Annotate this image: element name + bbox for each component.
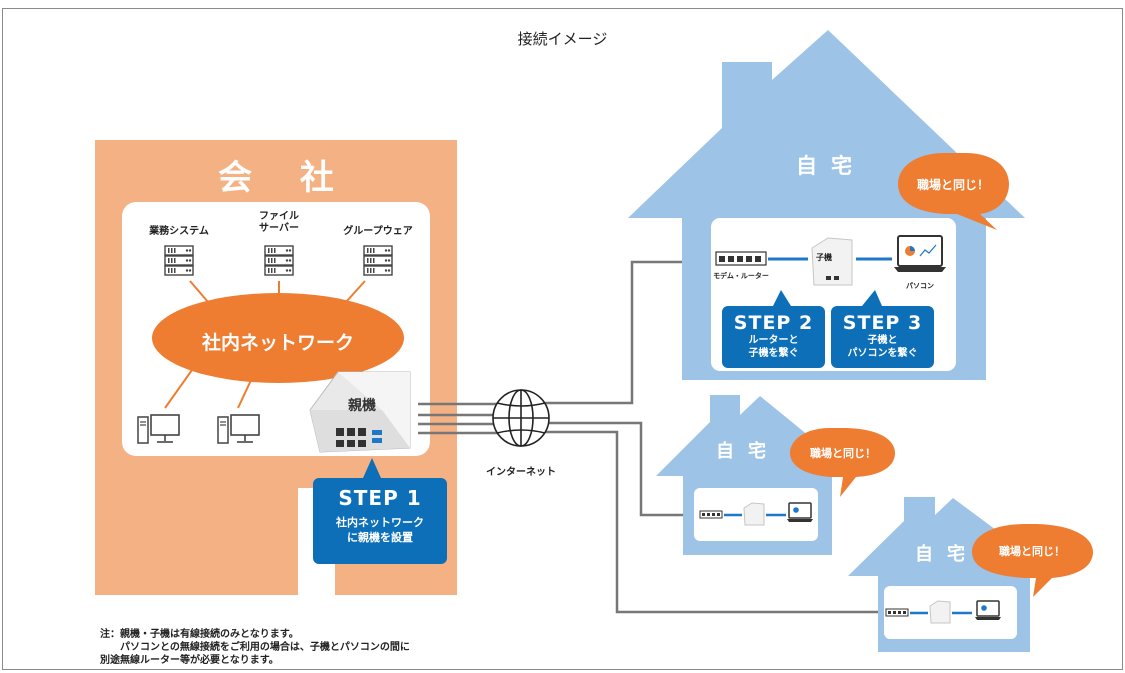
company-network-ellipse — [152, 293, 404, 383]
step2-description: ルーターと 子機を繋ぐ — [748, 335, 799, 359]
step2-box: STEP 2 ルーターと 子機を繋ぐ — [722, 306, 825, 368]
child-unit-icon — [743, 502, 765, 526]
step1-heading: STEP 1 — [338, 486, 422, 510]
server-label-file-server: ファイル サーバー — [259, 211, 299, 234]
cable-lines — [418, 260, 882, 614]
child-unit-icon — [811, 237, 853, 286]
step3-box: STEP 3 子機と パソコンを繋ぐ — [831, 306, 934, 368]
laptop-icon — [975, 600, 1001, 620]
home-2-bubble — [790, 428, 895, 497]
step1-description: 社内ネットワーク に親機を設置 — [336, 516, 424, 544]
step3-description: 子機と パソコンを繋ぐ — [847, 335, 918, 359]
parent-unit-label: 親機 — [348, 398, 376, 414]
parent-unit-icon — [309, 371, 411, 453]
company-title: 会 社 — [218, 158, 352, 198]
modem-router-label: モデム・ルーター — [713, 272, 769, 280]
server-icon — [363, 245, 393, 276]
home-3-bubble — [972, 524, 1093, 597]
step3-pointer — [862, 290, 882, 306]
server-label-business-system: 業務システム — [149, 226, 209, 237]
home-2-bubble-text: 職場と同じ！ — [810, 447, 876, 460]
home-1-title: 自宅 — [796, 154, 866, 178]
footnote-line-1: 注：親機・子機は有線接続のみとなります。 — [100, 629, 299, 640]
home-2-title: 自宅 — [716, 441, 780, 462]
pc-label: パソコン — [906, 282, 934, 290]
globe-icon — [492, 389, 550, 447]
step3-heading: STEP 3 — [842, 312, 923, 334]
child-unit-label: 子機 — [816, 253, 832, 262]
footnote-line-2: パソコンとの無線接続をご利用の場合は、子機とパソコンの間に — [120, 642, 410, 653]
footnote-line-3: 別途無線ルーター等が必要となります。 — [100, 655, 279, 666]
step2-heading: STEP 2 — [733, 312, 814, 334]
child-unit-icon — [929, 600, 951, 624]
home-1-bubble-text: 職場と同じ！ — [916, 178, 990, 192]
server-label-groupware: グループウェア — [343, 226, 413, 237]
internet-label: インターネット — [486, 467, 556, 478]
diagram-frame — [2, 8, 1123, 670]
server-icon — [164, 245, 194, 276]
desktop-pc-icon — [137, 414, 180, 444]
step2-pointer — [773, 290, 791, 306]
step1-box: STEP 1 社内ネットワーク に親機を設置 — [313, 478, 447, 564]
desktop-pc-icon — [217, 414, 260, 444]
home-1-bubble — [898, 153, 1009, 230]
router-icon — [885, 608, 909, 617]
laptop-icon — [894, 235, 946, 272]
server-icon — [264, 245, 294, 276]
router-icon — [699, 510, 723, 519]
router-icon — [715, 251, 767, 266]
home-3-title: 自宅 — [915, 544, 979, 565]
home-3-bubble-text: 職場と同じ！ — [999, 545, 1065, 558]
diagram-title: 接続イメージ — [517, 30, 608, 48]
laptop-icon — [787, 502, 813, 522]
company-network-label: 社内ネットワーク — [201, 332, 355, 354]
step1-pointer — [363, 458, 381, 478]
footnote: 注：親機・子機は有線接続のみとなります。 パソコンとの無線接続をご利用の場合は、… — [100, 628, 410, 667]
